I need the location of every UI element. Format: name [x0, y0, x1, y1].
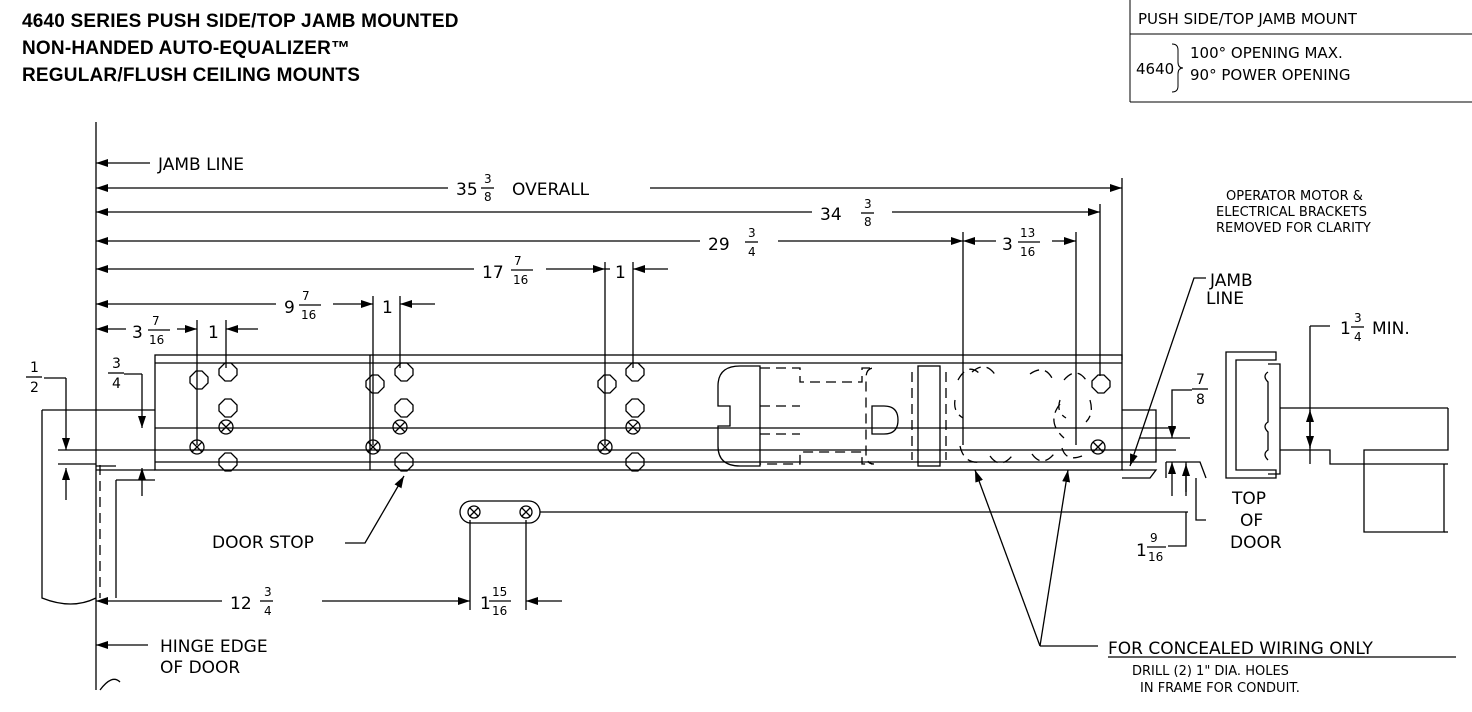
dim-12-whole: 12 — [230, 594, 252, 614]
dim-min-label: MIN. — [1372, 319, 1410, 339]
dim-12-num: 3 — [264, 585, 272, 599]
dim-17-whole: 17 — [482, 263, 504, 283]
dim-overall-label: OVERALL — [512, 180, 590, 200]
title-line-3: REGULAR/FLUSH CEILING MOUNTS — [22, 65, 361, 86]
top-of-door-callout: TOP OF DOOR — [1195, 478, 1282, 553]
mounting-holes — [189, 362, 1111, 472]
dim-seven-eighth: 7 8 — [1168, 372, 1208, 496]
jamb-line-right-1: JAMB — [1209, 271, 1253, 291]
jamb-profile-left — [41, 409, 155, 605]
dim-17: 17 7 16 1 — [96, 254, 668, 445]
dim-9-den: 16 — [301, 308, 316, 322]
dim-overall: 35 3 8 OVERALL — [96, 172, 1123, 360]
mount-table-line-2: 90° POWER OPENING — [1190, 66, 1351, 84]
dim-29-num: 3 — [748, 226, 756, 240]
top-of-door-2: OF — [1240, 511, 1263, 531]
hinge-edge-line-1: HINGE EDGE — [160, 637, 268, 657]
dim-34-num: 3 — [864, 197, 872, 211]
concealed-line-1: DRILL (2) 1" DIA. HOLES — [1132, 664, 1289, 679]
dim-17-den: 16 — [513, 273, 528, 287]
break-line — [99, 678, 121, 691]
dim-7-8-num: 7 — [1196, 372, 1205, 388]
dim-1-15-whole: 1 — [480, 594, 491, 614]
top-of-door-3: DOOR — [1230, 533, 1282, 553]
dim-1-15-den: 16 — [492, 604, 507, 618]
dim-9-one: 1 — [382, 298, 393, 318]
concealed-line-2: IN FRAME FOR CONDUIT. — [1140, 681, 1300, 696]
dim-1-9-16: 1 9 16 — [1136, 462, 1190, 564]
dim-three-quarter: 3 4 — [108, 356, 146, 496]
dim-1-3-4-whole: 1 — [1340, 319, 1351, 339]
dim-34: 34 3 8 — [96, 197, 1101, 376]
dim-29: 29 3 4 — [96, 226, 964, 445]
mount-table-model: 4640 — [1136, 60, 1174, 78]
dim-3-4-num: 3 — [112, 356, 121, 372]
dim-3-13-16: 3 13 16 — [963, 226, 1077, 445]
dim-17-one: 1 — [615, 263, 626, 283]
mount-table-header: PUSH SIDE/TOP JAMB MOUNT — [1138, 10, 1358, 28]
dim-3-7-whole: 3 — [132, 323, 143, 343]
dim-1-9-num: 9 — [1150, 531, 1158, 545]
hinge-edge-line-2: OF DOOR — [160, 658, 240, 678]
title-line-2: NON-HANDED AUTO-EQUALIZER™ — [22, 38, 351, 59]
bracket-profile-right — [1225, 351, 1449, 533]
dim-overall-num: 3 — [484, 172, 492, 186]
dim-half: 1 2 — [26, 360, 155, 500]
dim-3-7-num: 7 — [152, 314, 160, 328]
dim-1-3-4-num: 3 — [1354, 311, 1362, 325]
dim-1-3-4-min: 1 3 4 MIN. — [1306, 311, 1410, 464]
drawing-title: 4640 SERIES PUSH SIDE/TOP JAMB MOUNTED N… — [22, 8, 459, 89]
dim-9-num: 7 — [302, 289, 310, 303]
frame-right — [1122, 409, 1207, 479]
dim-9-whole: 9 — [284, 298, 295, 318]
dim-3-7-16: 3 7 16 1 — [96, 314, 258, 445]
dim-29-den: 4 — [748, 245, 756, 259]
dim-1-15-num: 15 — [492, 585, 507, 599]
dim-overall-den: 8 — [484, 190, 492, 204]
door-stop-label: DOOR STOP — [212, 533, 314, 553]
jamb-line-right-callout: JAMB LINE — [1129, 271, 1253, 467]
operator-note-line-1: OPERATOR MOTOR & — [1226, 189, 1363, 204]
dim-17-num: 7 — [514, 254, 522, 268]
dim-3-13-den: 16 — [1020, 245, 1035, 259]
dim-3-7-one: 1 — [208, 323, 219, 343]
bottom-bracket — [459, 500, 1188, 610]
dim-12-den: 4 — [264, 604, 272, 618]
concealed-wiring-callout: FOR CONCEALED WIRING ONLY DRILL (2) 1" D… — [974, 469, 1456, 696]
door-stop-callout: DOOR STOP — [212, 475, 405, 553]
mount-table: PUSH SIDE/TOP JAMB MOUNT 4640 100° OPENI… — [1129, 0, 1472, 103]
dim-3-4-den: 4 — [112, 376, 121, 392]
dim-1-3-4-den: 4 — [1354, 330, 1362, 344]
dim-3-7-den: 16 — [149, 333, 164, 347]
dim-half-den: 2 — [30, 380, 39, 396]
dim-34-den: 8 — [864, 215, 872, 229]
mount-table-line-1: 100° OPENING MAX. — [1190, 44, 1343, 62]
dim-3-13-whole: 3 — [1002, 235, 1013, 255]
operator-note-line-3: REMOVED FOR CLARITY — [1216, 221, 1371, 236]
concealed-title: FOR CONCEALED WIRING ONLY — [1108, 639, 1374, 659]
jamb-line-right-2: LINE — [1206, 289, 1244, 309]
mechanism-outline — [717, 365, 1092, 467]
dim-overall-whole: 35 — [456, 180, 478, 200]
dim-7-8-den: 8 — [1196, 392, 1205, 408]
dim-9: 9 7 16 1 — [96, 289, 435, 445]
jamb-line-label: JAMB LINE — [157, 155, 244, 175]
operator-note-line-2: ELECTRICAL BRACKETS — [1216, 205, 1367, 220]
dim-29-whole: 29 — [708, 235, 730, 255]
title-line-1: 4640 SERIES PUSH SIDE/TOP JAMB MOUNTED — [22, 11, 459, 32]
dim-3-13-num: 13 — [1020, 226, 1035, 240]
top-of-door-1: TOP — [1231, 489, 1266, 509]
dim-1-9-den: 16 — [1148, 550, 1163, 564]
dim-34-whole: 34 — [820, 205, 842, 225]
dim-half-num: 1 — [30, 360, 39, 376]
mounting-plate — [154, 354, 1176, 471]
brace-mark — [1171, 43, 1184, 93]
dim-1-9-whole: 1 — [1136, 541, 1147, 561]
dim-12: 12 3 4 1 15 16 — [96, 585, 562, 618]
